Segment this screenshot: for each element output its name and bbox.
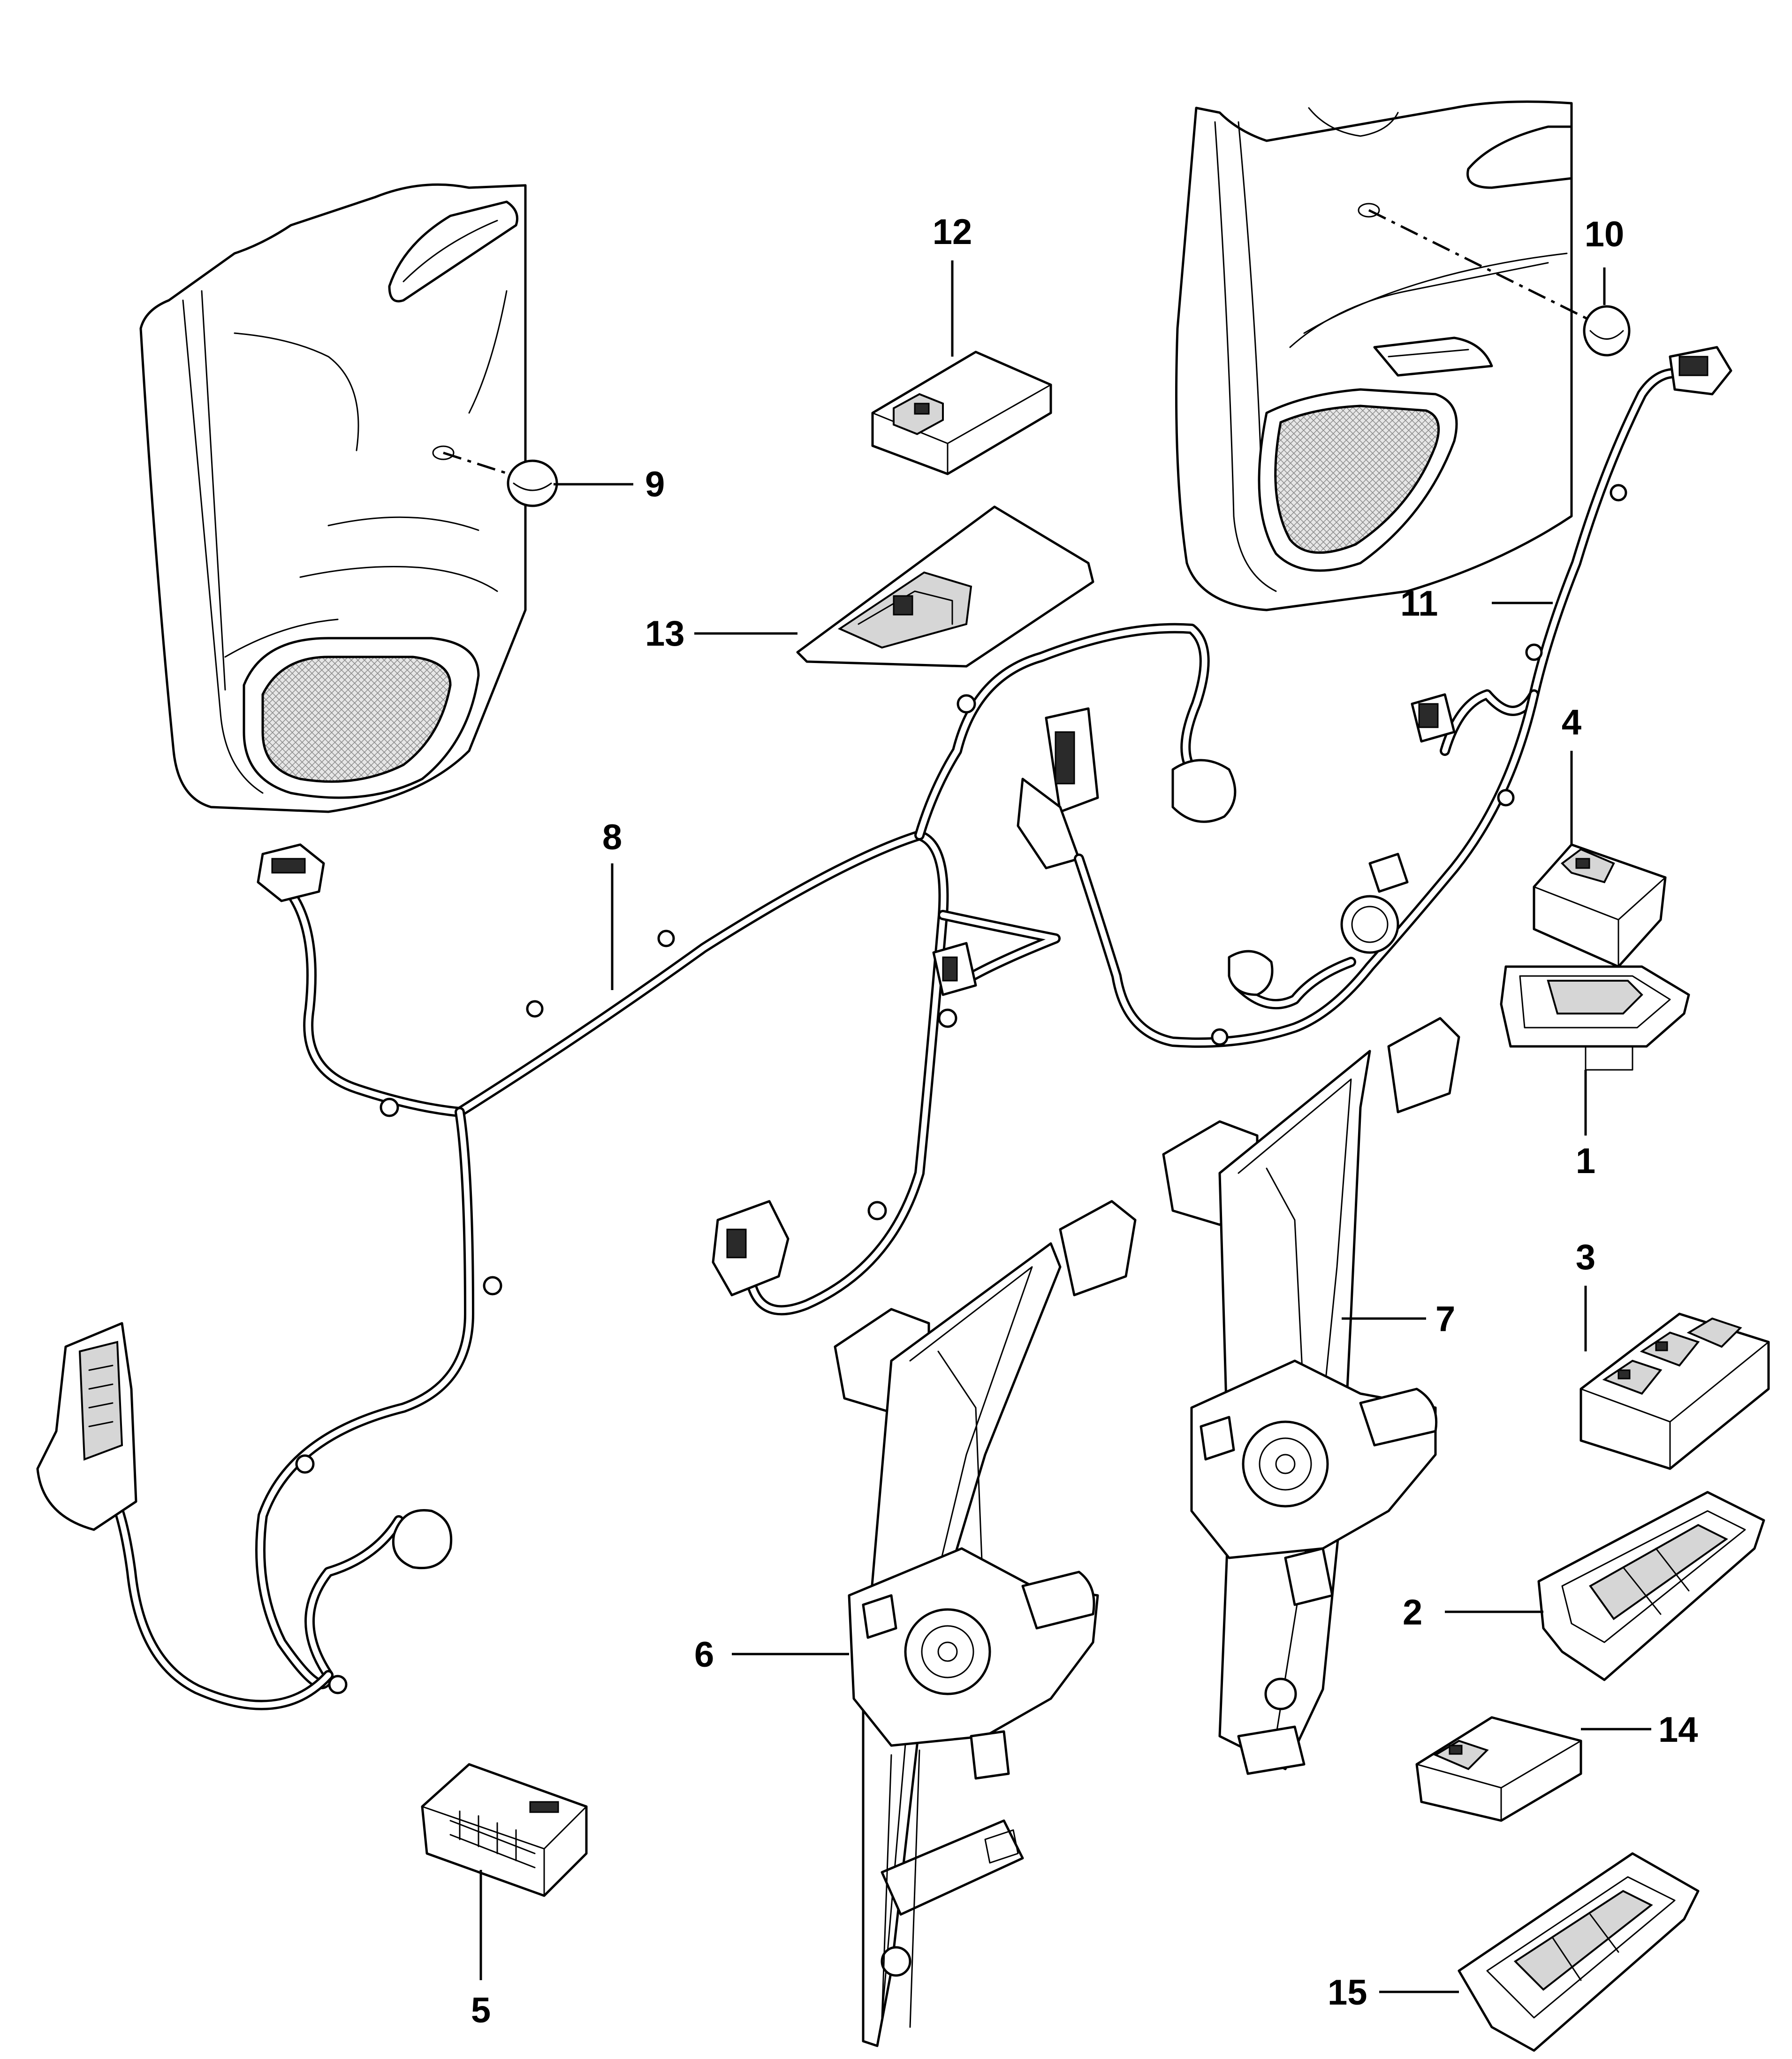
callout-11: 11 (1400, 584, 1438, 624)
part-3-switch-pack (1579, 1312, 1770, 1470)
callout-3: 3 (1576, 1237, 1595, 1277)
part-2-switch-bezel (1537, 1491, 1765, 1681)
part-5-control-module (421, 1763, 588, 1897)
part-7-window-regulator (1162, 1017, 1460, 1775)
part-14-window-switch (1415, 1716, 1582, 1822)
callout-12: 12 (933, 212, 972, 252)
callout-14: 14 (1658, 1710, 1698, 1750)
part-13-switch-bezel (796, 505, 1094, 668)
callout-1: 1 (1576, 1141, 1595, 1181)
part-12-switch-module (871, 351, 1052, 475)
callout-5: 5 (471, 1990, 491, 2030)
part-9-plug (443, 451, 558, 507)
callout-10: 10 (1585, 214, 1625, 254)
callout-6: 6 (694, 1635, 714, 1675)
part-4-window-switch (1533, 843, 1667, 968)
callout-9: 9 (645, 465, 665, 504)
left-door-trim-panel (139, 183, 527, 813)
callout-2: 2 (1403, 1593, 1422, 1632)
part-1-switch-bezel (1500, 965, 1690, 1071)
callout-13: 13 (645, 614, 685, 654)
part-11-cable (1074, 346, 1732, 1048)
right-door-trim-panel (1175, 100, 1573, 611)
callout-8: 8 (602, 817, 622, 857)
callout-7: 7 (1435, 1299, 1455, 1339)
leader-lines (479, 260, 1651, 1993)
part-15-switch-bezel (1458, 1852, 1700, 2052)
part-8-wiring-harness (36, 623, 1237, 1710)
callout-15: 15 (1328, 1973, 1367, 2013)
part-6-window-regulator (834, 1200, 1137, 2047)
part-10-plug (1368, 209, 1631, 357)
callout-labels: 12 9 10 11 13 4 1 3 8 7 6 2 14 15 5 (471, 212, 1698, 2030)
callout-4: 4 (1562, 702, 1581, 742)
